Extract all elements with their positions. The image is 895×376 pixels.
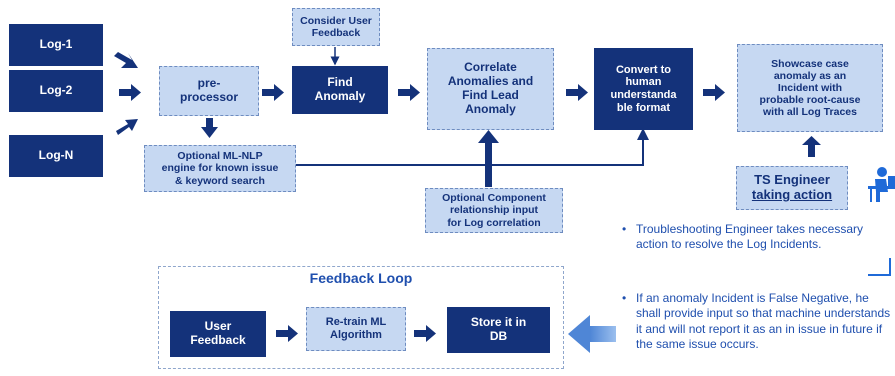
user-feedback-label: User Feedback [190,319,246,347]
correlate-box: Correlate Anomalies and Find Lead Anomal… [427,48,554,130]
note-2-text: If an anomaly Incident is False Negative… [636,291,891,352]
store-db-label: Store it in DB [470,315,527,343]
feedback-loop-frame [158,266,564,369]
consider-feedback-label: Consider User Feedback [300,14,372,39]
feedback-input-arrow [568,315,616,353]
note-2: • If an anomaly Incident is False Negati… [622,291,894,352]
ts-engineer-line2: taking action [751,187,833,202]
user-feedback-box: User Feedback [170,311,266,357]
convert-label: Convert to human understanda ble format [610,63,677,114]
component-input-label: Optional Component relationship input fo… [442,192,546,229]
log1-arrow [114,52,138,68]
engineer-at-desk-icon [868,167,895,202]
ts-engineer-line1: TS Engineer [754,172,830,188]
correlate-label: Correlate Anomalies and Find Lead Anomal… [447,60,534,116]
log-2-box: Log-2 [9,70,103,112]
find-anomaly-label: Find Anomaly [314,75,366,103]
note-1-text: Troubleshooting Engineer takes necessary… [636,222,864,252]
showcase-box: Showcase case anomaly as an Incident wit… [737,44,883,132]
log-n-label: Log-N [38,148,74,163]
ml-nlp-engine-label: Optional ML-NLP engine for known issue &… [161,150,279,187]
preprocessor-label: pre- processor [179,76,239,104]
store-db-box: Store it in DB [447,307,550,353]
consider-feedback-box: Consider User Feedback [292,8,380,46]
log-1-box: Log-1 [9,24,103,66]
feedback-loop-title: Feedback Loop [309,270,413,286]
component-input-box: Optional Component relationship input fo… [425,188,563,233]
find-anomaly-box: Find Anomaly [292,66,388,114]
log2-arrow [119,84,141,101]
logN-arrow [116,119,138,135]
ml-nlp-engine-box: Optional ML-NLP engine for known issue &… [144,145,296,192]
ts-engineer-box: TS Engineer taking action [736,166,848,210]
log-n-box: Log-N [9,135,103,177]
note-1: • Troubleshooting Engineer takes necessa… [622,222,894,253]
preprocessor-box: pre- processor [159,66,259,116]
retrain-label: Re-train ML Algorithm [325,316,387,341]
showcase-label: Showcase case anomaly as an Incident wit… [759,57,861,119]
log-1-label: Log-1 [39,37,73,52]
retrain-box: Re-train ML Algorithm [306,307,406,351]
convert-box: Convert to human understanda ble format [594,48,693,130]
log-2-label: Log-2 [39,83,73,98]
